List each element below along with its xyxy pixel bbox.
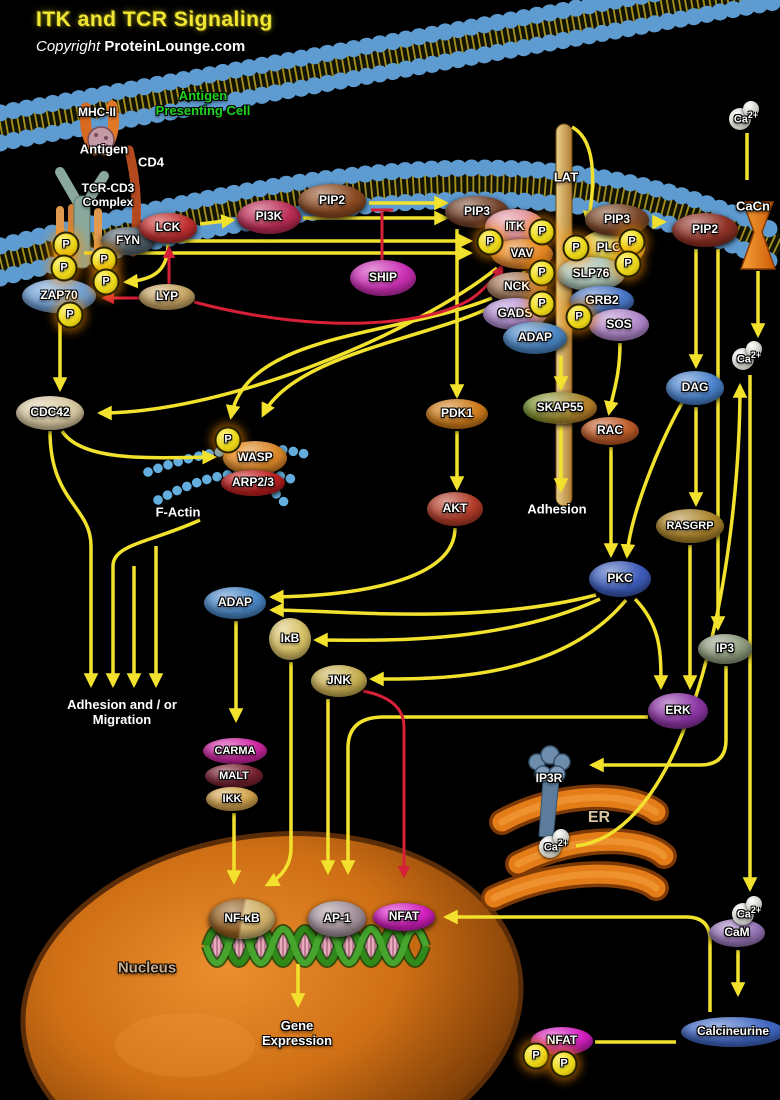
edge-pkc-to-ikb [313,597,601,648]
tcr-cd3-complex [55,100,141,270]
diagram-title: ITK and TCR Signaling [36,8,273,31]
edge-cdc42-feeder [48,430,93,547]
edge-factin-feeder [111,518,201,567]
ip3-receptor [528,745,571,840]
signal-edges [48,125,766,1044]
edge-lck-to-pi3k [199,214,236,229]
edge-erk-to-ap1 [340,715,648,875]
edge-vav-to-wasp [261,270,526,418]
edge-sos-to-rac [604,342,622,416]
lat-scaffold [555,123,573,507]
copyright-brand: ProteinLounge.com [104,38,246,55]
edge-ip3-to-ip3r [589,666,728,773]
edge-ikb-to-nfkb [264,662,293,887]
edge-pkc-to-adap [269,593,597,618]
copyright-prefix: Copyright [36,38,101,55]
diagram-header: ITK and TCR Signaling Copyright ProteinL… [36,8,273,55]
dna-helix [201,924,431,968]
edge-pkc-to-jnk [369,598,628,687]
calcium-channel [739,201,777,270]
edge-er-ca-release [575,383,748,848]
edge-cdc42-to-wasp [60,429,217,465]
copyright: Copyright ProteinLounge.com [36,38,273,55]
edge-jnk-to-nfat [362,689,411,879]
edge-akt-to-adap [269,527,457,605]
endoplasmic-reticulum [481,784,677,911]
edge-pkc-to-erk [633,597,669,690]
edge-nck-to-wasp [225,296,493,420]
apc-membrane [0,0,780,152]
edge-dag-to-pkc [620,402,684,559]
edge-vav-to-cdc42 [97,266,499,421]
